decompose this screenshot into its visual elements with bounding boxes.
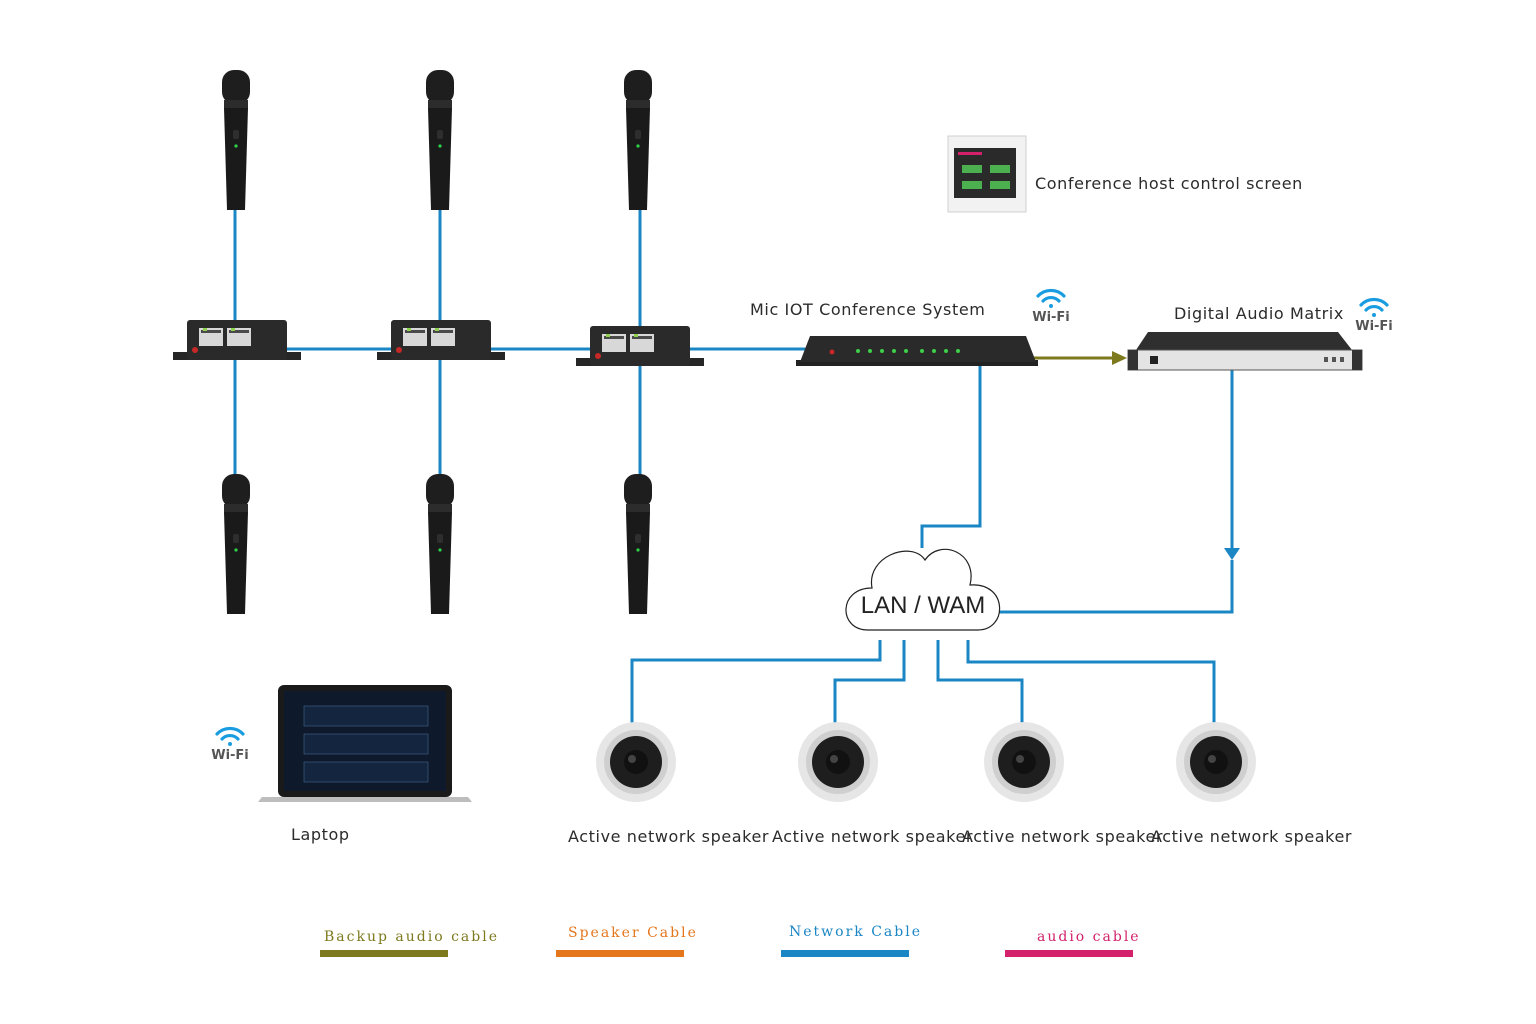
legend-swatch-speaker-cable (556, 950, 684, 957)
wifi-badge: Wi-Fi (210, 722, 250, 766)
speaker-label: Active network speaker (962, 827, 1164, 846)
audio-matrix-unit (1127, 332, 1363, 371)
legend-swatch-network-cable (781, 950, 909, 957)
network-cloud (845, 548, 1001, 631)
audio-matrix-label: Digital Audio Matrix (1174, 304, 1344, 323)
legend-label-backup-audio: Backup audio cable (324, 929, 499, 945)
speaker-label: Active network speaker (568, 827, 770, 846)
legend-swatch-backup-audio (320, 950, 448, 957)
speaker-label: Active network speaker (772, 827, 974, 846)
network-switch (173, 320, 301, 360)
legend-swatch-audio-cable (1005, 950, 1133, 957)
wifi-icon (215, 288, 1389, 746)
speaker (798, 722, 878, 802)
wifi-label: Wi-Fi (1355, 319, 1393, 334)
network-cables (233, 210, 1234, 730)
microphone (426, 70, 454, 210)
legend-label-network-cable: Network Cable (789, 924, 922, 940)
speaker (596, 722, 676, 802)
laptop-label: Laptop (291, 825, 350, 844)
legend-label-audio-cable: audio cable (1037, 929, 1141, 945)
microphone (426, 474, 454, 614)
wifi-badge: Wi-Fi (1354, 293, 1394, 337)
network-switch (576, 326, 704, 366)
wifi-label: Wi-Fi (211, 748, 249, 763)
microphone (222, 70, 250, 210)
conference-system-unit (796, 336, 1038, 366)
speaker (984, 722, 1064, 802)
legend-label-speaker-cable: Speaker Cable (568, 925, 698, 941)
wifi-badge: Wi-Fi (1031, 284, 1071, 328)
speaker (1176, 722, 1256, 802)
network-cloud-label: LAN / WAM (860, 592, 986, 619)
conference-system-label: Mic IOT Conference System (750, 300, 986, 319)
microphone (624, 474, 652, 614)
control-screen-device (947, 135, 1027, 213)
control-screen-label: Conference host control screen (1035, 174, 1303, 193)
wifi-label: Wi-Fi (1032, 310, 1070, 325)
microphone (222, 474, 250, 614)
microphone (624, 70, 652, 210)
laptop-device (258, 685, 472, 802)
speaker-label: Active network speaker (1151, 827, 1353, 846)
network-switch (377, 320, 505, 360)
